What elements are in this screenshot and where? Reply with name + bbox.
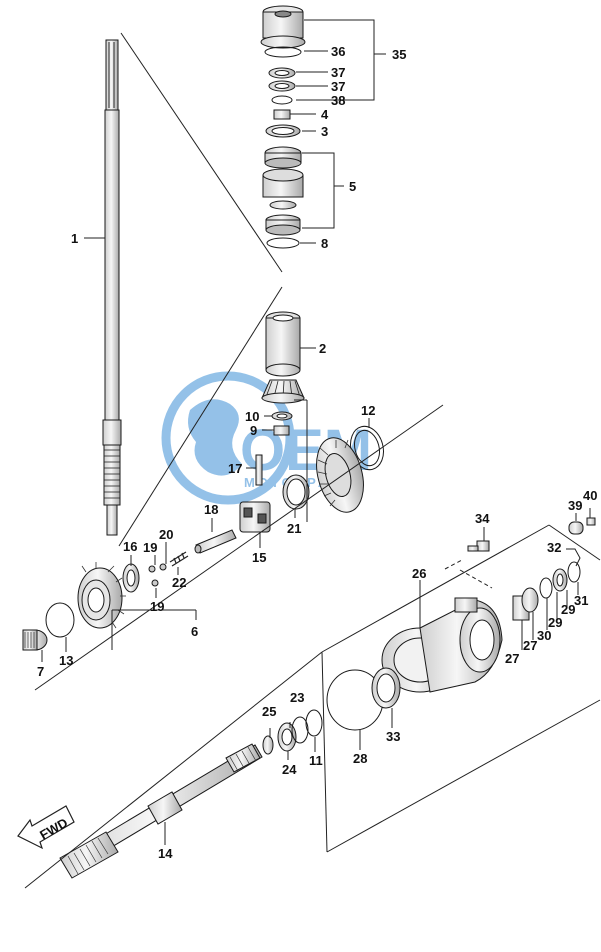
prop-ring — [305, 709, 323, 737]
upper-bearing-stack — [260, 5, 306, 249]
part-label-21: 21 — [287, 521, 301, 536]
part-label-27a: 27 — [505, 651, 519, 666]
clutch — [239, 501, 271, 533]
part-label-29b: 29 — [561, 602, 575, 617]
part-label-38: 38 — [331, 93, 345, 108]
part-label-25: 25 — [262, 704, 276, 719]
part-label-29a: 29 — [548, 615, 562, 630]
reverse-shim — [45, 602, 75, 638]
part-number-labels: 1 2 3 4 5 6 7 8 9 10 11 12 13 14 15 16 1… — [37, 44, 597, 861]
fwd-arrow-icon: FWD — [17, 805, 75, 850]
part-label-4: 4 — [321, 107, 329, 122]
part-label-27b: 27 — [523, 638, 537, 653]
globe-icon — [161, 371, 295, 505]
prop-shim — [291, 716, 309, 744]
shift-pin — [194, 529, 237, 554]
part-label-34: 34 — [475, 511, 490, 526]
part-label-24: 24 — [282, 762, 297, 777]
part-label-18: 18 — [204, 502, 218, 517]
part-label-19a: 19 — [143, 540, 157, 555]
part-label-2: 2 — [319, 341, 326, 356]
nut — [273, 425, 290, 436]
propeller-shaft — [59, 743, 263, 879]
part-label-40: 40 — [583, 488, 597, 503]
part-label-37a: 37 — [331, 65, 345, 80]
seal — [539, 577, 553, 599]
continents-shape — [188, 399, 242, 476]
part-label-11: 11 — [309, 753, 323, 768]
sleeve — [265, 311, 301, 377]
housing-bolt — [467, 540, 490, 552]
part-label-5: 5 — [349, 179, 356, 194]
part-label-23: 23 — [290, 690, 304, 705]
part-label-28: 28 — [353, 751, 367, 766]
part-label-8: 8 — [321, 236, 328, 251]
part-label-10: 10 — [245, 409, 259, 424]
leader-lines — [41, 19, 591, 845]
circlip — [567, 561, 581, 583]
part-label-3: 3 — [321, 124, 328, 139]
part-label-7: 7 — [37, 664, 44, 679]
part-label-1: 1 — [71, 231, 78, 246]
part-label-33: 33 — [386, 729, 400, 744]
bearing-housing — [381, 597, 503, 693]
part-label-17: 17 — [228, 461, 242, 476]
part-label-31: 31 — [574, 593, 588, 608]
anode-bolt — [586, 517, 596, 526]
pin — [255, 454, 263, 486]
part-label-6: 6 — [191, 624, 198, 639]
anode — [568, 521, 584, 535]
part-label-14: 14 — [158, 846, 173, 861]
reverse-gear — [77, 562, 126, 629]
part-label-15: 15 — [252, 550, 266, 565]
ball — [148, 565, 156, 573]
part-label-13: 13 — [59, 653, 73, 668]
part-label-35: 35 — [392, 47, 406, 62]
spring — [169, 551, 189, 567]
part-label-30: 30 — [537, 628, 551, 643]
ball — [159, 563, 167, 571]
prop-washer — [262, 735, 274, 755]
part-label-36: 36 — [331, 44, 345, 59]
part-label-16: 16 — [123, 539, 137, 554]
part-label-12: 12 — [361, 403, 375, 418]
bevel-gear — [316, 437, 364, 513]
part-label-22: 22 — [172, 575, 186, 590]
part-label-26: 26 — [412, 566, 426, 581]
part-label-20: 20 — [159, 527, 173, 542]
part-label-19b: 19 — [150, 599, 164, 614]
part-label-32: 32 — [547, 540, 561, 555]
part-label-37b: 37 — [331, 79, 345, 94]
part-label-39: 39 — [568, 498, 582, 513]
pinion-gear — [261, 379, 305, 404]
driveshaft — [102, 39, 122, 536]
ball — [151, 579, 159, 587]
needle-bearing — [22, 629, 48, 651]
part-label-9: 9 — [250, 423, 257, 438]
exploded-view-lines — [24, 32, 601, 889]
